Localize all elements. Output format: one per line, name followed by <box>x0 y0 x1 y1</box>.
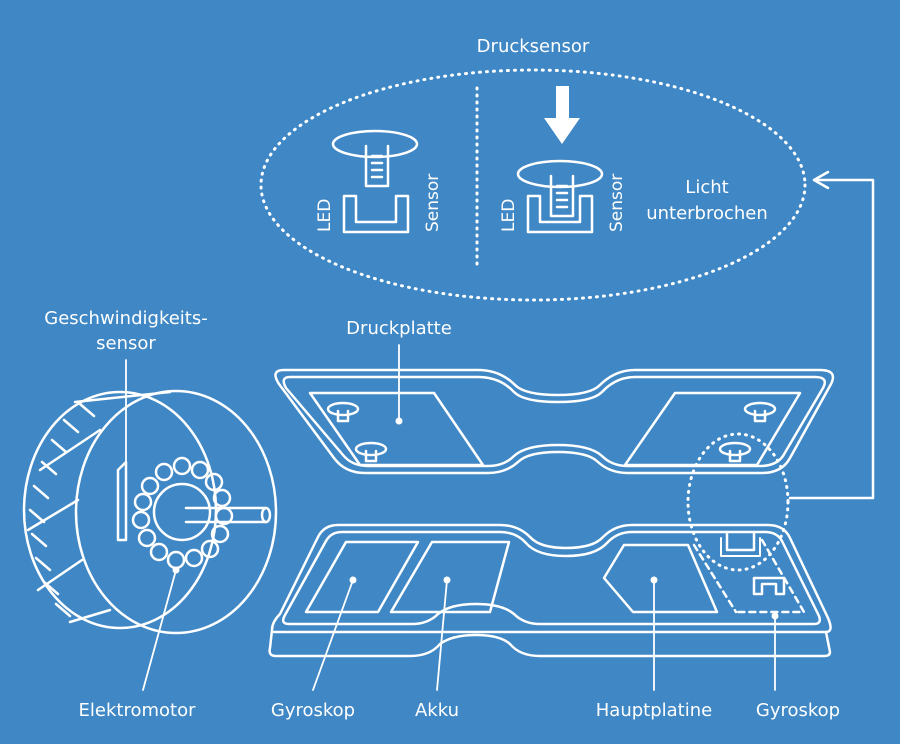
speed-sensor-label-line1: Geschwindigkeits- <box>44 308 208 329</box>
gyro-left-label: Gyroskop <box>270 700 356 721</box>
leader-dots <box>172 417 779 620</box>
speed-sensor-label-line2: sensor <box>96 333 156 354</box>
light-label-line2: unterbrochen <box>646 203 768 224</box>
motor-drawing <box>22 389 278 635</box>
sensor-right-drawing <box>516 159 604 234</box>
sensor-left-drawing <box>331 129 419 234</box>
pressure-plate-drawing <box>274 368 835 475</box>
led-left-label: LED <box>315 198 335 232</box>
sensor-right-label: Sensor <box>607 173 627 232</box>
bottom-board-drawing <box>268 523 832 658</box>
battery-label: Akku <box>414 700 460 721</box>
press-arrow-icon <box>544 86 580 144</box>
leader-lines <box>125 344 776 691</box>
connector-line <box>788 178 875 500</box>
light-label-line1: Licht <box>685 177 729 198</box>
connector-arrowhead <box>812 170 830 190</box>
motor-label: Elektromotor <box>78 700 196 721</box>
sensor-detail-ellipse <box>259 68 807 302</box>
sensor-left-label: Sensor <box>423 173 443 232</box>
led-right-label: LED <box>499 198 519 232</box>
link-dotted-ellipse <box>686 432 790 572</box>
gyro-right-label: Gyroskop <box>755 700 841 721</box>
mainboard-label: Hauptplatine <box>595 700 713 721</box>
pressure-plate-label: Druckplatte <box>346 318 452 339</box>
drucksensor-title: Drucksensor <box>476 36 590 57</box>
